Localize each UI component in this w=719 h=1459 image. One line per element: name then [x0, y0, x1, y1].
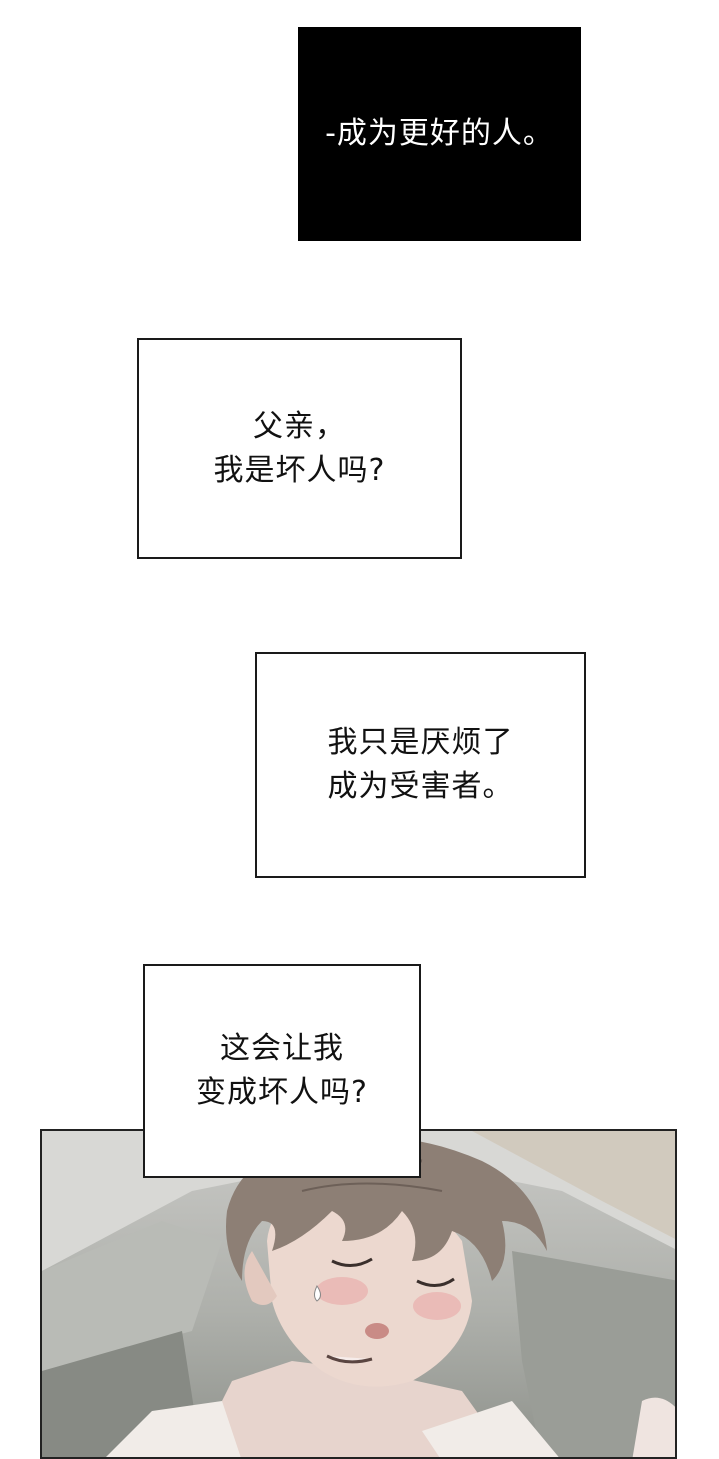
narration-box-2: 父亲， 我是坏人吗? — [137, 338, 462, 559]
narration-box-1: -成为更好的人。 — [298, 27, 581, 241]
narration-line: 成为受害者。 — [327, 769, 514, 804]
narration-box-4: 这会让我 变成坏人吗? — [143, 964, 421, 1178]
narration-text: -成为更好的人。 — [325, 116, 554, 151]
narration-box-3: 我只是厌烦了 成为受害者。 — [255, 652, 586, 878]
narration-line: 我只是厌烦了 — [327, 725, 514, 760]
narration-line: 变成坏人吗? — [196, 1075, 368, 1110]
sleeping-character-icon — [42, 1131, 675, 1457]
comic-panel-illustration — [40, 1129, 677, 1459]
narration-line: 父亲， — [253, 408, 346, 444]
narration-line: 我是坏人吗? — [213, 452, 386, 488]
narration-line: 这会让我 — [220, 1031, 344, 1066]
